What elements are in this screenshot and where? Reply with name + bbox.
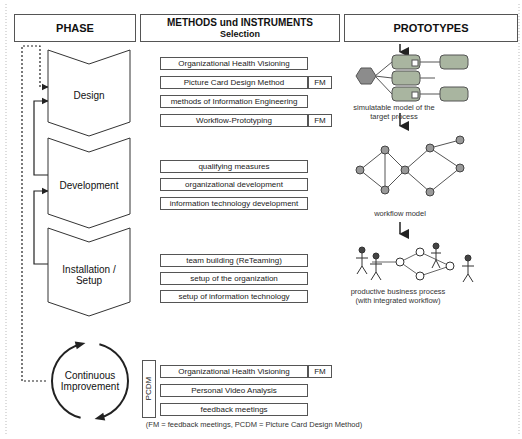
cycle-arrowhead (75, 339, 87, 349)
feedback-arrow (34, 101, 48, 175)
cycle-phase: Continuous Improvement (46, 338, 134, 424)
prototype-caption: workflow model (352, 210, 448, 219)
footnote: (FM = feedback meetings, PCDM = Picture … (134, 421, 374, 430)
feedback-arrow (34, 191, 48, 264)
business-process-picture (356, 243, 474, 282)
header-text: PROTOTYPES (394, 22, 469, 35)
method-box: Picture Card Design Method (160, 76, 308, 89)
box-text: qualifying measures (198, 162, 269, 171)
box-text: setup of the organization (190, 274, 278, 283)
method-box: information technology development (160, 197, 308, 210)
column-header: METHODS und INSTRUMENTSSelection (140, 14, 340, 42)
simulation-model-picture (356, 55, 468, 101)
prototype-caption: simulatable model of the target process (346, 104, 442, 121)
method-box: qualifying measures (160, 160, 308, 173)
phase-chevron: Development (48, 138, 130, 228)
chevron-shape (48, 50, 130, 136)
fm-box: FM (308, 365, 332, 378)
page-frame (6, 4, 519, 436)
box-text: setup of information technology (178, 292, 289, 301)
prototype-caption: productive business process (with integr… (350, 288, 446, 305)
method-box: Organizational Health Visioning (160, 57, 308, 70)
box-text: Organizational Health Visioning (178, 59, 289, 68)
box-text: methods of Information Engineering (171, 97, 298, 106)
box-text: organizational development (185, 180, 283, 189)
cycle-arrowhead (94, 413, 106, 423)
box-text: team building (ReTeaming) (186, 256, 282, 265)
workflow-model-picture (356, 136, 464, 196)
method-box: feedback meetings (160, 403, 308, 416)
method-box: setup of information technology (160, 290, 308, 303)
box-text: Installation / Setup (52, 264, 126, 287)
method-box: Personal Video Analysis (160, 384, 308, 397)
method-box: methods of Information Engineering (160, 95, 308, 108)
header-text: METHODS und INSTRUMENTS (167, 17, 313, 29)
method-box: Workflow-Prototyping (160, 114, 308, 127)
box-text: Organizational Health Visioning (178, 367, 289, 376)
method-box: organizational development (160, 178, 308, 191)
box-text: Design (73, 90, 104, 102)
box-text: Picture Card Design Method (184, 78, 285, 87)
box-text: Continuous Improvement (57, 370, 123, 393)
box-text: PCDM (144, 377, 153, 401)
box-text: feedback meetings (200, 405, 267, 414)
method-box: team building (ReTeaming) (160, 254, 308, 267)
box-text: FM (314, 116, 326, 125)
box-text: Personal Video Analysis (191, 386, 277, 395)
box-text: FM (314, 78, 326, 87)
box-text: Workflow-Prototyping (196, 116, 272, 125)
fm-box: FM (308, 114, 332, 127)
header-text: Selection (220, 29, 260, 39)
column-header: PROTOTYPES (344, 14, 518, 42)
phase-chevron: Design (48, 50, 130, 136)
pcdm-bracket-box: PCDM (142, 360, 156, 418)
feedback-arrow (22, 46, 48, 381)
box-text: information technology development (170, 199, 299, 208)
chevron-shape (48, 228, 130, 316)
column-header: PHASE (14, 14, 136, 42)
method-box: setup of the organization (160, 272, 308, 285)
fm-box: FM (308, 76, 332, 89)
chevron-shape (48, 138, 130, 228)
box-text: Development (60, 180, 119, 192)
phase-chevron: Installation / Setup (48, 228, 130, 316)
header-text: PHASE (56, 22, 94, 35)
box-text: FM (314, 367, 326, 376)
method-box: Organizational Health Visioning (160, 365, 308, 378)
